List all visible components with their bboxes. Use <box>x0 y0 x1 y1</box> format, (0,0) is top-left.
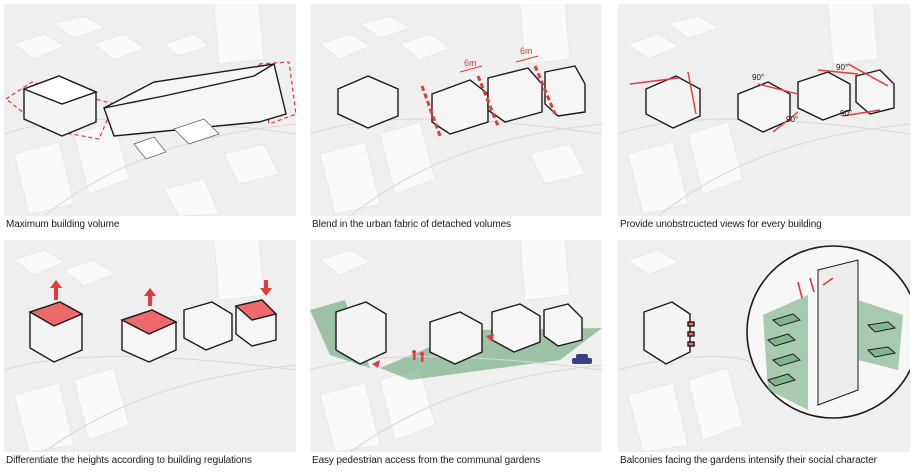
caption-panel-1: Maximum building volume <box>6 219 120 230</box>
pedestrian-markers <box>372 334 494 368</box>
panel-maximum-volume <box>4 4 296 216</box>
panel-detached-volumes: 6m 6m <box>310 4 602 216</box>
context-buildings <box>627 249 744 452</box>
road <box>618 356 753 371</box>
road <box>310 356 602 452</box>
view-rays <box>797 277 834 299</box>
context-buildings <box>13 4 280 216</box>
angle-label-4: 90° <box>840 109 852 118</box>
zoom-callout <box>746 245 910 419</box>
context-buildings <box>319 4 586 215</box>
dimension-label-1: 6m <box>464 58 477 68</box>
panel-pedestrian-access <box>310 240 602 452</box>
diagram-maximum-volume <box>4 4 296 216</box>
small-houses <box>133 118 220 160</box>
access-blocks <box>335 301 583 365</box>
dimension-lines <box>459 55 539 73</box>
height-blocks <box>28 299 278 363</box>
caption-panel-3: Provide unobstrcucted views for every bu… <box>620 219 822 230</box>
context-buildings <box>627 4 879 215</box>
balcony-slabs <box>766 313 897 387</box>
caption-panel-4: Differentiate the heights according to b… <box>6 455 252 466</box>
height-arrows <box>50 280 272 306</box>
diagram-detached-volumes: 6m 6m <box>310 4 602 216</box>
road <box>4 356 296 452</box>
caption-panel-5: Easy pedestrian access from the communal… <box>312 455 541 466</box>
angle-label-1: 90° <box>752 73 764 82</box>
context-buildings <box>319 240 571 452</box>
diagram-unobstructed-views: 90° 90° 90° 90° <box>618 4 910 216</box>
detached-blocks <box>337 65 586 135</box>
balcony-block <box>643 301 695 365</box>
diagram-differentiate-heights <box>4 240 296 452</box>
angle-label-2: 90° <box>836 63 848 72</box>
panel-balconies <box>618 240 910 452</box>
angle-label-3: 90° <box>786 115 798 124</box>
road <box>618 118 910 216</box>
panel-differentiate-heights <box>4 240 296 452</box>
panel-unobstructed-views: 90° 90° 90° 90° <box>618 4 910 216</box>
view-lines <box>629 63 889 133</box>
road <box>310 118 602 216</box>
caption-panel-6: Balconies facing the gardens intensify t… <box>620 455 877 466</box>
car-icon <box>572 354 592 364</box>
view-blocks <box>645 69 895 133</box>
diagram-pedestrian-access <box>310 240 602 452</box>
max-volume <box>22 63 287 137</box>
gap-markers <box>420 65 557 137</box>
context-buildings <box>13 240 265 452</box>
diagram-balconies <box>618 245 910 452</box>
dimension-label-2: 6m <box>520 46 533 56</box>
caption-panel-2: Blend in the urban fabric of detached vo… <box>312 219 511 230</box>
